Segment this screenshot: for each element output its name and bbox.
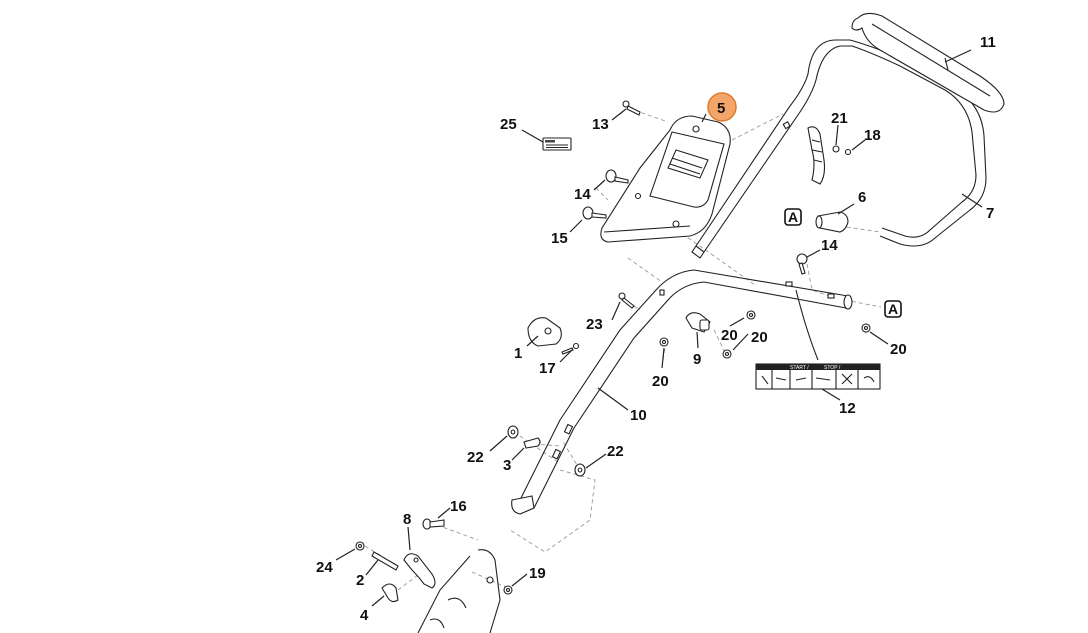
bolts-group [422, 100, 852, 530]
callout-20-d: 20 [890, 341, 907, 358]
reference-mark-a-2-text: A [888, 301, 898, 317]
callout-20-a: 20 [721, 327, 738, 344]
label-sticker [542, 137, 572, 151]
callout-22-right: 22 [607, 443, 624, 460]
callout-8: 8 [403, 511, 411, 528]
callout-1: 1 [514, 345, 522, 362]
callout-7: 7 [986, 205, 994, 222]
callout-3: 3 [503, 457, 511, 474]
callout-23: 23 [586, 316, 603, 333]
reference-mark-a-1: A [784, 208, 802, 226]
callout-11: 11 [980, 34, 996, 51]
warning-decal: START / STOP / [755, 363, 881, 390]
lower-handle [511, 269, 853, 515]
leader-lines [335, 49, 983, 607]
callout-17: 17 [539, 360, 556, 377]
reference-mark-a-2: A [884, 300, 902, 318]
callout-22-left: 22 [467, 449, 484, 466]
callout-6: 6 [858, 189, 866, 206]
callout-14-upper: 14 [574, 186, 591, 203]
callout-10: 10 [630, 407, 647, 424]
nuts-group [355, 310, 871, 595]
upper-handle [691, 12, 1005, 259]
callout-15: 15 [551, 230, 568, 247]
callout-labels: 1 2 3 4 5 6 7 8 9 10 11 12 13 14 14 15 1… [316, 34, 996, 624]
callout-18: 18 [864, 127, 881, 144]
callout-16: 16 [450, 498, 467, 515]
control-lever [795, 126, 826, 361]
callout-20-c: 20 [652, 373, 669, 390]
plug-part [815, 211, 849, 233]
highlight-circle [707, 92, 737, 122]
callout-25: 25 [500, 116, 517, 133]
callout-20-b: 20 [751, 329, 768, 346]
callout-14-right: 14 [821, 237, 838, 254]
decal-stop-text: STOP / [824, 365, 841, 371]
control-box-cover [600, 115, 731, 243]
callout-12: 12 [839, 400, 856, 417]
reference-mark-a-1-text: A [788, 209, 798, 225]
callout-2: 2 [356, 572, 364, 589]
callout-13: 13 [592, 116, 609, 133]
callout-4: 4 [360, 607, 369, 624]
callout-19: 19 [529, 565, 546, 582]
callout-5: 5 [717, 100, 725, 117]
callout-9: 9 [693, 351, 701, 368]
callout-24: 24 [316, 559, 333, 576]
cable-clip [685, 312, 711, 333]
callout-21: 21 [831, 110, 848, 127]
handle-clamp [527, 317, 562, 347]
height-lever [371, 551, 436, 603]
decal-start-text: START / [790, 365, 809, 371]
lower-bracket [417, 549, 501, 633]
